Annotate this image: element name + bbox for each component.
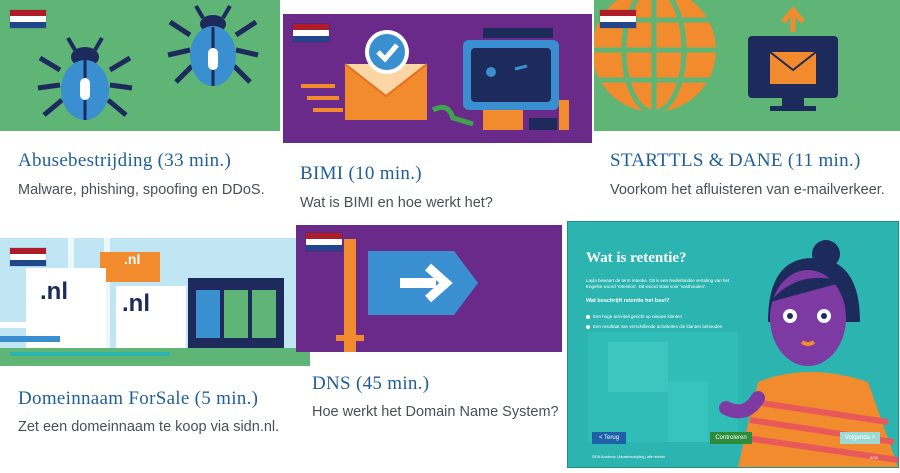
radio-button[interactable] bbox=[586, 324, 590, 329]
course-preview-slide[interactable]: Wat is retentie? Layla bewaart de term r… bbox=[567, 221, 899, 468]
dutch-flag-icon bbox=[293, 24, 329, 42]
course-description: Hoe werkt het Domain Name System? bbox=[312, 404, 559, 420]
next-button[interactable]: Volgende > bbox=[840, 432, 880, 444]
dutch-flag-icon bbox=[600, 10, 636, 28]
course-thumbnail-abusebestrijding[interactable] bbox=[0, 0, 280, 131]
course-description: Malware, phishing, spoofing en DDoS. bbox=[18, 182, 265, 198]
answer-option-label: Een resultaat van verschillende activite… bbox=[593, 324, 723, 329]
course-title[interactable]: DNS (45 min.) bbox=[312, 373, 430, 394]
radio-button[interactable] bbox=[586, 314, 590, 319]
signpost-arrow-icon bbox=[336, 239, 478, 352]
answer-option-label: Een hoge activiteit gericht op nieuwe kl… bbox=[593, 314, 683, 319]
course-thumbnail-dns[interactable] bbox=[296, 225, 562, 352]
check-button[interactable]: Controleren bbox=[710, 432, 752, 444]
course-title[interactable]: Abusebestrijding (33 min.) bbox=[18, 150, 232, 171]
nl-signs-icon bbox=[0, 238, 310, 366]
slide-heading: Wat is retentie? bbox=[586, 250, 687, 266]
course-description: Voorkom het afluisteren van e-mailverkee… bbox=[610, 182, 885, 198]
dutch-flag-icon bbox=[306, 233, 342, 251]
answer-option[interactable]: Een hoge activiteit gericht op nieuwe kl… bbox=[586, 314, 682, 319]
slide-page-indicator: 4/16 bbox=[870, 455, 878, 460]
course-title[interactable]: BIMI (10 min.) bbox=[300, 163, 422, 184]
course-title[interactable]: Domeinnaam ForSale (5 min.) bbox=[18, 388, 259, 409]
course-title[interactable]: STARTTLS & DANE (11 min.) bbox=[610, 150, 861, 171]
course-thumbnail-starttls-dane[interactable] bbox=[594, 0, 900, 131]
nl-sign-label: .nl bbox=[122, 290, 150, 317]
envelope-checkmark-icon bbox=[301, 28, 569, 130]
course-thumbnail-domeinnaam-forsale[interactable]: .nl .nl .nl bbox=[0, 238, 310, 366]
bug-icon bbox=[37, 4, 259, 120]
nl-sign-label: .nl bbox=[40, 278, 68, 305]
teacher-illustration bbox=[588, 240, 898, 467]
course-description: Wat is BIMI en hoe werkt het? bbox=[300, 195, 493, 211]
course-thumbnail-bimi[interactable] bbox=[283, 14, 592, 143]
slide-paragraph: Layla bewaart de term retentie. Dit is e… bbox=[586, 278, 730, 289]
nl-sign-label: .nl bbox=[124, 251, 141, 267]
course-description: Zet een domeinnaam te koop via sidn.nl. bbox=[18, 419, 280, 435]
back-button[interactable]: < Terug bbox=[592, 432, 626, 444]
slide-footer: SIDN Academy | Abusebestrijding | alle r… bbox=[592, 455, 666, 459]
globe-monitor-icon bbox=[594, 0, 838, 115]
dutch-flag-icon bbox=[10, 248, 46, 266]
dutch-flag-icon bbox=[10, 10, 46, 28]
answer-option[interactable]: Een resultaat van verschillende activite… bbox=[586, 324, 722, 329]
slide-question: Wat beschrijft retentie het best? bbox=[586, 298, 670, 304]
